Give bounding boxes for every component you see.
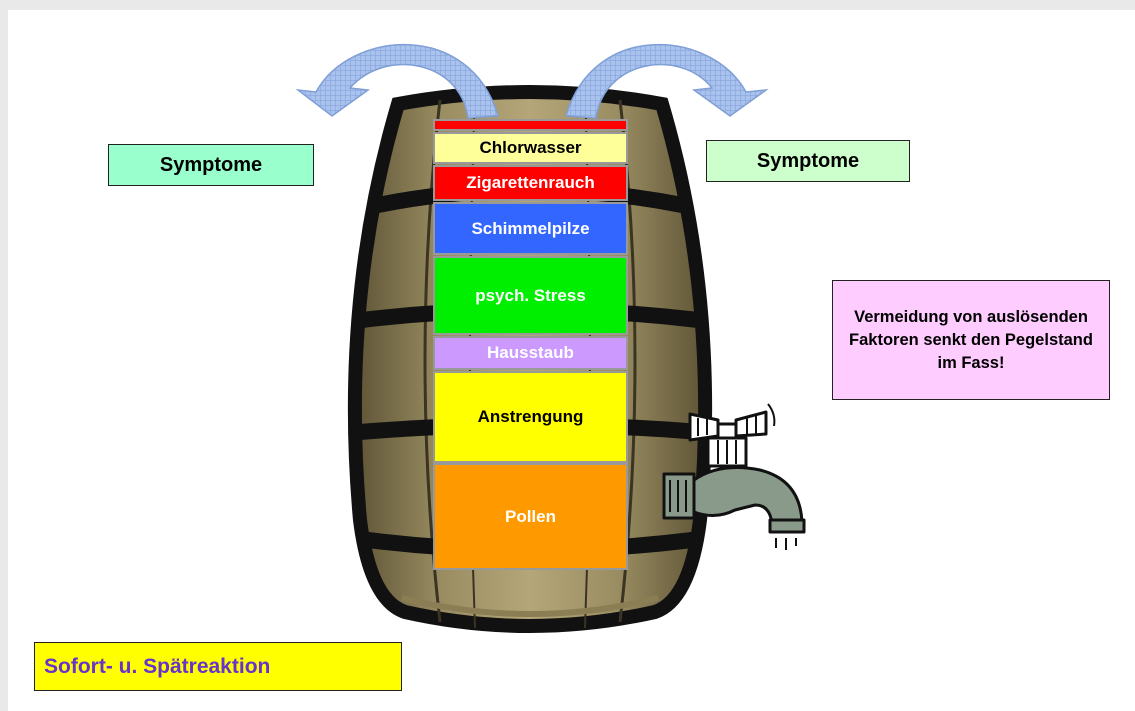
layer-anstrengung: Anstrengung — [433, 371, 628, 463]
layer-hausstaub: Hausstaub — [433, 336, 628, 370]
layer-schimmelpilze: Schimmelpilze — [433, 202, 628, 255]
symptoms-label-right: Symptome — [706, 140, 910, 182]
layer-chlorwasser: Chlorwasser — [433, 132, 628, 164]
layer-pollen: Pollen — [433, 463, 628, 570]
reaction-label: Sofort- u. Spätreaktion — [34, 642, 402, 691]
layer-top-overflow — [433, 119, 628, 131]
layer-psych-stress: psych. Stress — [433, 256, 628, 335]
avoidance-note: Vermeidung von auslösenden Faktoren senk… — [832, 280, 1110, 400]
symptoms-label-left: Symptome — [108, 144, 314, 186]
layer-zigarettenrauch: Zigarettenrauch — [433, 165, 628, 201]
